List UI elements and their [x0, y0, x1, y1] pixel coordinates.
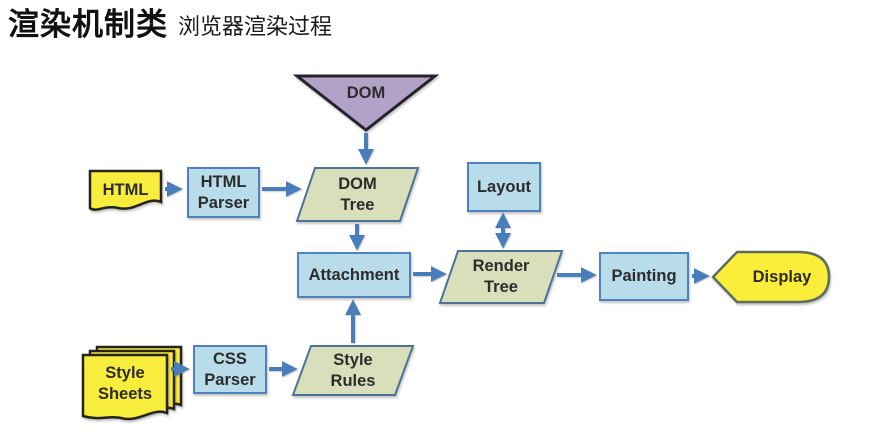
painting-shape — [599, 252, 689, 301]
page-title: 渲染机制类 — [8, 7, 168, 42]
style-sheets-front-shape — [81, 353, 169, 421]
display-shape — [711, 250, 831, 304]
render-tree-shape — [438, 250, 564, 304]
style-rules-shape — [291, 345, 415, 396]
html-parser-shape — [187, 167, 260, 218]
dom-triangle-shape — [292, 74, 440, 132]
page-subtitle: 浏览器渲染过程 — [178, 13, 333, 39]
css-parser-shape — [193, 345, 267, 394]
layout-shape — [467, 162, 541, 212]
page-header: 渲染机制类 浏览器渲染过程 — [8, 6, 332, 43]
dom-tree-shape — [295, 167, 420, 222]
html-document-shape — [88, 169, 163, 211]
attachment-shape — [297, 252, 411, 298]
